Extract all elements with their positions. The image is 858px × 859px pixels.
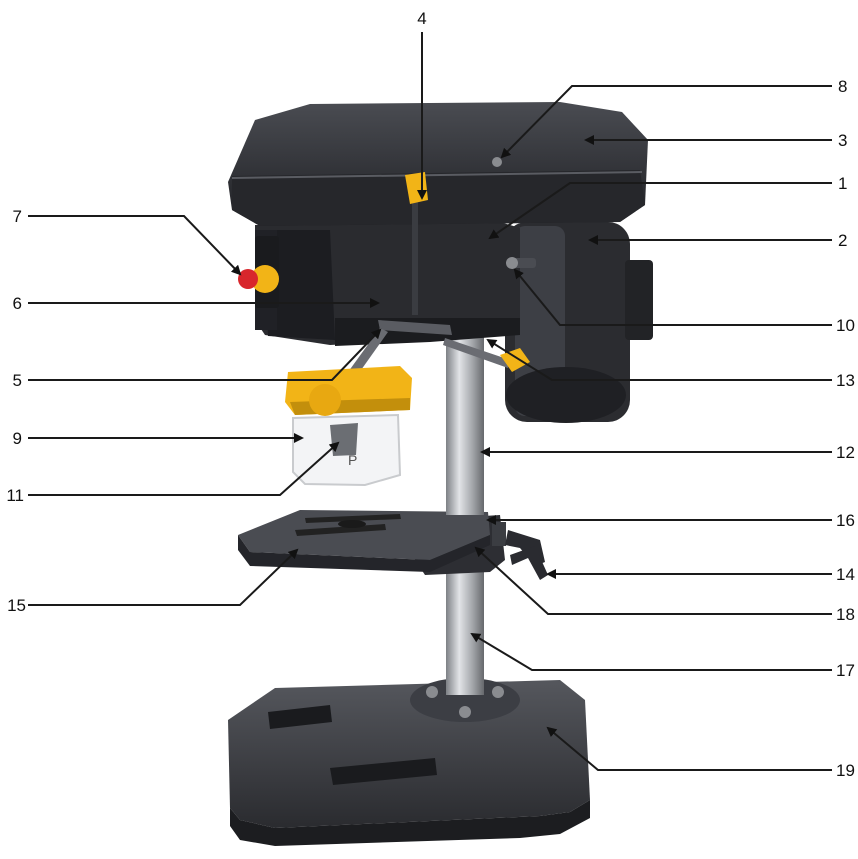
chuck-guard: P [292, 413, 402, 487]
callout-16: 16 [836, 511, 855, 530]
callout-19: 19 [836, 761, 855, 780]
leader-8 [500, 85, 832, 159]
callout-5: 5 [13, 371, 22, 390]
leader-17 [470, 632, 832, 671]
column-upper [446, 330, 484, 515]
belt-cover [228, 102, 648, 226]
leader-1 [488, 182, 832, 240]
leader-11 [28, 441, 340, 496]
leader-7 [28, 215, 242, 276]
callout-17: 17 [836, 661, 855, 680]
callout-8: 8 [838, 77, 847, 96]
table-lock-handle [510, 546, 548, 580]
callout-14: 14 [836, 565, 855, 584]
leader-10 [513, 268, 832, 326]
work-table [238, 510, 490, 572]
callout-6: 6 [13, 294, 22, 313]
callout-labels: 4 8 3 1 2 7 6 10 5 13 9 12 11 16 14 15 1… [6, 9, 855, 780]
callout-15: 15 [7, 596, 26, 615]
base [228, 678, 590, 846]
leader-lines [28, 32, 832, 771]
leader-5 [28, 328, 382, 381]
callout-4: 4 [417, 9, 426, 28]
callout-9: 9 [13, 429, 22, 448]
drill-press-picture: P [228, 102, 653, 846]
leader-13 [486, 338, 832, 381]
callout-1: 1 [838, 174, 847, 193]
callout-2: 2 [838, 231, 847, 250]
callout-13: 13 [836, 371, 855, 390]
depth-gauge-ring [285, 366, 412, 416]
callout-3: 3 [838, 131, 847, 150]
callout-10: 10 [836, 316, 855, 335]
leader-18 [474, 546, 832, 615]
switch-box [238, 236, 279, 308]
leader-15 [28, 548, 299, 606]
motor [505, 222, 653, 423]
callout-7: 7 [13, 207, 22, 226]
callout-18: 18 [836, 605, 855, 624]
leader-19 [546, 726, 832, 771]
callout-11: 11 [6, 486, 24, 505]
svg-text:P: P [348, 452, 357, 468]
depth-stop-lever [506, 257, 536, 269]
callout-12: 12 [836, 443, 855, 462]
